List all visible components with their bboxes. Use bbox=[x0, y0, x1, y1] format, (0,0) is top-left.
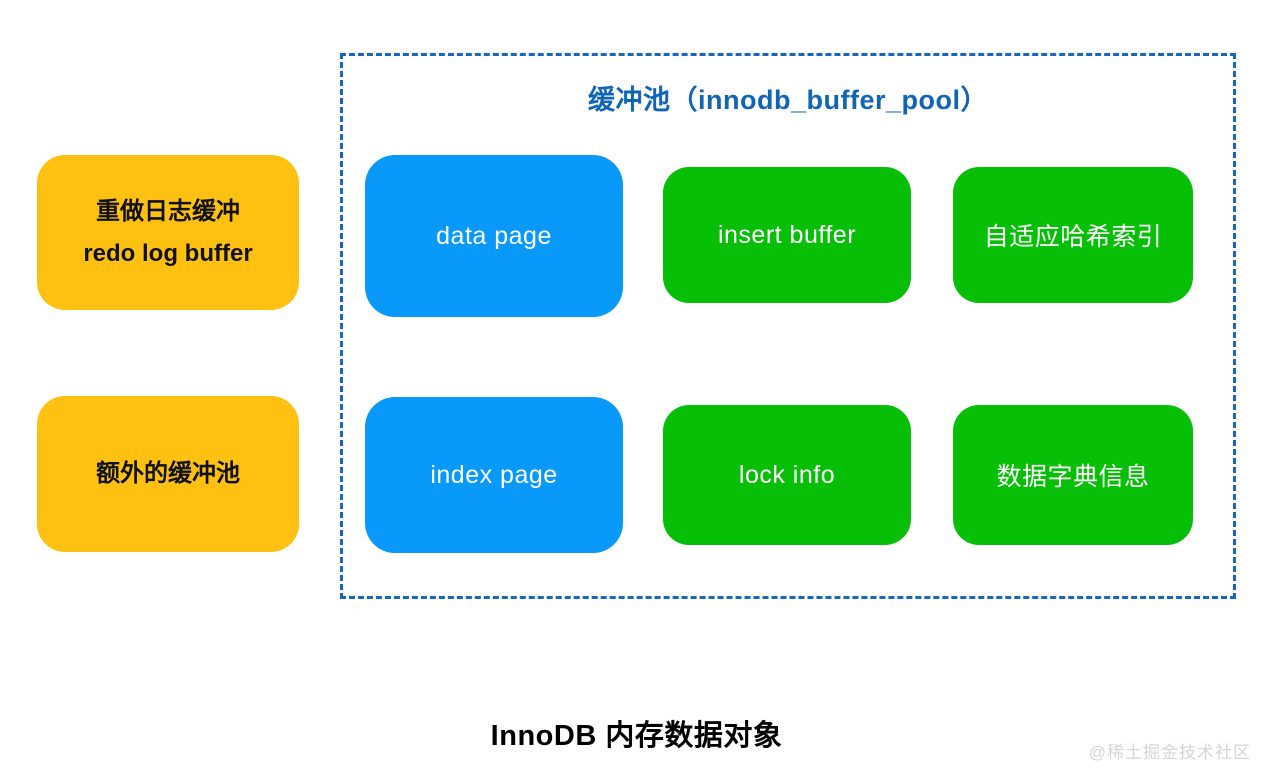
insert-buffer-label: insert buffer bbox=[717, 220, 857, 249]
adaptive-hash-index-node: 自适应哈希索引 bbox=[953, 167, 1193, 303]
index-page-node: index page bbox=[365, 397, 623, 553]
redo-log-buffer-label: 重做日志缓冲 redo log buffer bbox=[83, 191, 252, 275]
diagram-caption: InnoDB 内存数据对象 bbox=[490, 720, 783, 752]
extra-buffer-pool-node: 额外的缓冲池 bbox=[37, 396, 299, 552]
index-page-label: index page bbox=[430, 460, 558, 489]
data-dictionary-node: 数据字典信息 bbox=[953, 405, 1193, 545]
juejin-watermark: @稀土掘金技术社区 bbox=[1088, 743, 1251, 762]
lock-info-node: lock info bbox=[663, 405, 911, 545]
insert-buffer-node: insert buffer bbox=[663, 167, 911, 303]
data-page-label: data page bbox=[436, 221, 552, 250]
extra-buffer-pool-label: 额外的缓冲池 bbox=[96, 460, 240, 487]
data-page-node: data page bbox=[365, 155, 623, 317]
redo-log-buffer-node: 重做日志缓冲 redo log buffer bbox=[37, 155, 299, 310]
lock-info-label: lock info bbox=[738, 460, 836, 489]
data-dictionary-label: 数据字典信息 bbox=[996, 463, 1150, 491]
redo-log-buffer-label-en: redo log buffer bbox=[83, 239, 253, 267]
adaptive-hash-index-label: 自适应哈希索引 bbox=[983, 223, 1163, 251]
buffer-pool-title: 缓冲池（innodb_buffer_pool） bbox=[588, 85, 988, 115]
redo-log-buffer-label-cn: 重做日志缓冲 bbox=[95, 197, 240, 225]
